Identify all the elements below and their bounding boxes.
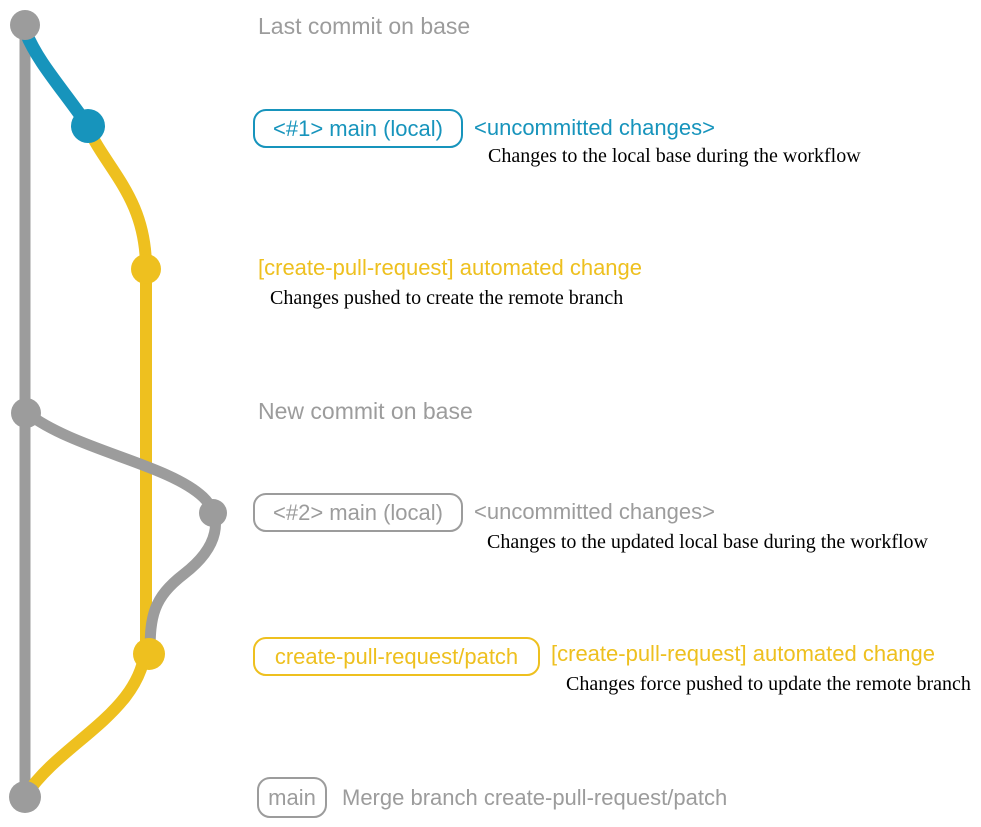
commit-description-4: Changes force pushed to update the remot… xyxy=(566,673,971,695)
commit-label-automated-change-2: [create-pull-request] automated change xyxy=(551,641,936,666)
commit-dot-main-local-1 xyxy=(71,109,105,143)
commit-dot-automated-change-2 xyxy=(133,638,165,670)
branch-badge-main: main xyxy=(257,777,327,818)
branch-badge-main-local-1: <#1> main (local) xyxy=(253,109,463,148)
commit-description-2: Changes pushed to create the remote bran… xyxy=(270,287,624,309)
commit-label-automated-change-1: [create-pull-request] automated change xyxy=(258,255,643,280)
heading-new-commit-on-base: New commit on base xyxy=(258,398,473,424)
commit-dot-automated-change-1 xyxy=(131,254,161,284)
branch-badge-main-local-2: <#2> main (local) xyxy=(253,493,463,532)
commit-dot-merge xyxy=(9,781,41,813)
branch-badge-create-pull-request-patch: create-pull-request/patch xyxy=(253,637,540,676)
heading-last-commit-on-base: Last commit on base xyxy=(258,13,471,39)
commit-description-3: Changes to the updated local base during… xyxy=(487,531,928,553)
commit-label-merge-branch: Merge branch create-pull-request/patch xyxy=(342,785,728,810)
commit-description-1: Changes to the local base during the wor… xyxy=(488,145,861,167)
commit-label-uncommitted-changes-2: <uncommitted changes> xyxy=(474,499,715,524)
commit-label-uncommitted-changes-1: <uncommitted changes> xyxy=(474,115,715,140)
commit-dot-main-local-2 xyxy=(199,499,227,527)
commit-dot-last-base xyxy=(10,10,40,40)
local-main-2-branch-line xyxy=(21,407,221,660)
commit-dot-new-base xyxy=(11,398,41,428)
local-main-1-branch-line xyxy=(19,26,93,130)
